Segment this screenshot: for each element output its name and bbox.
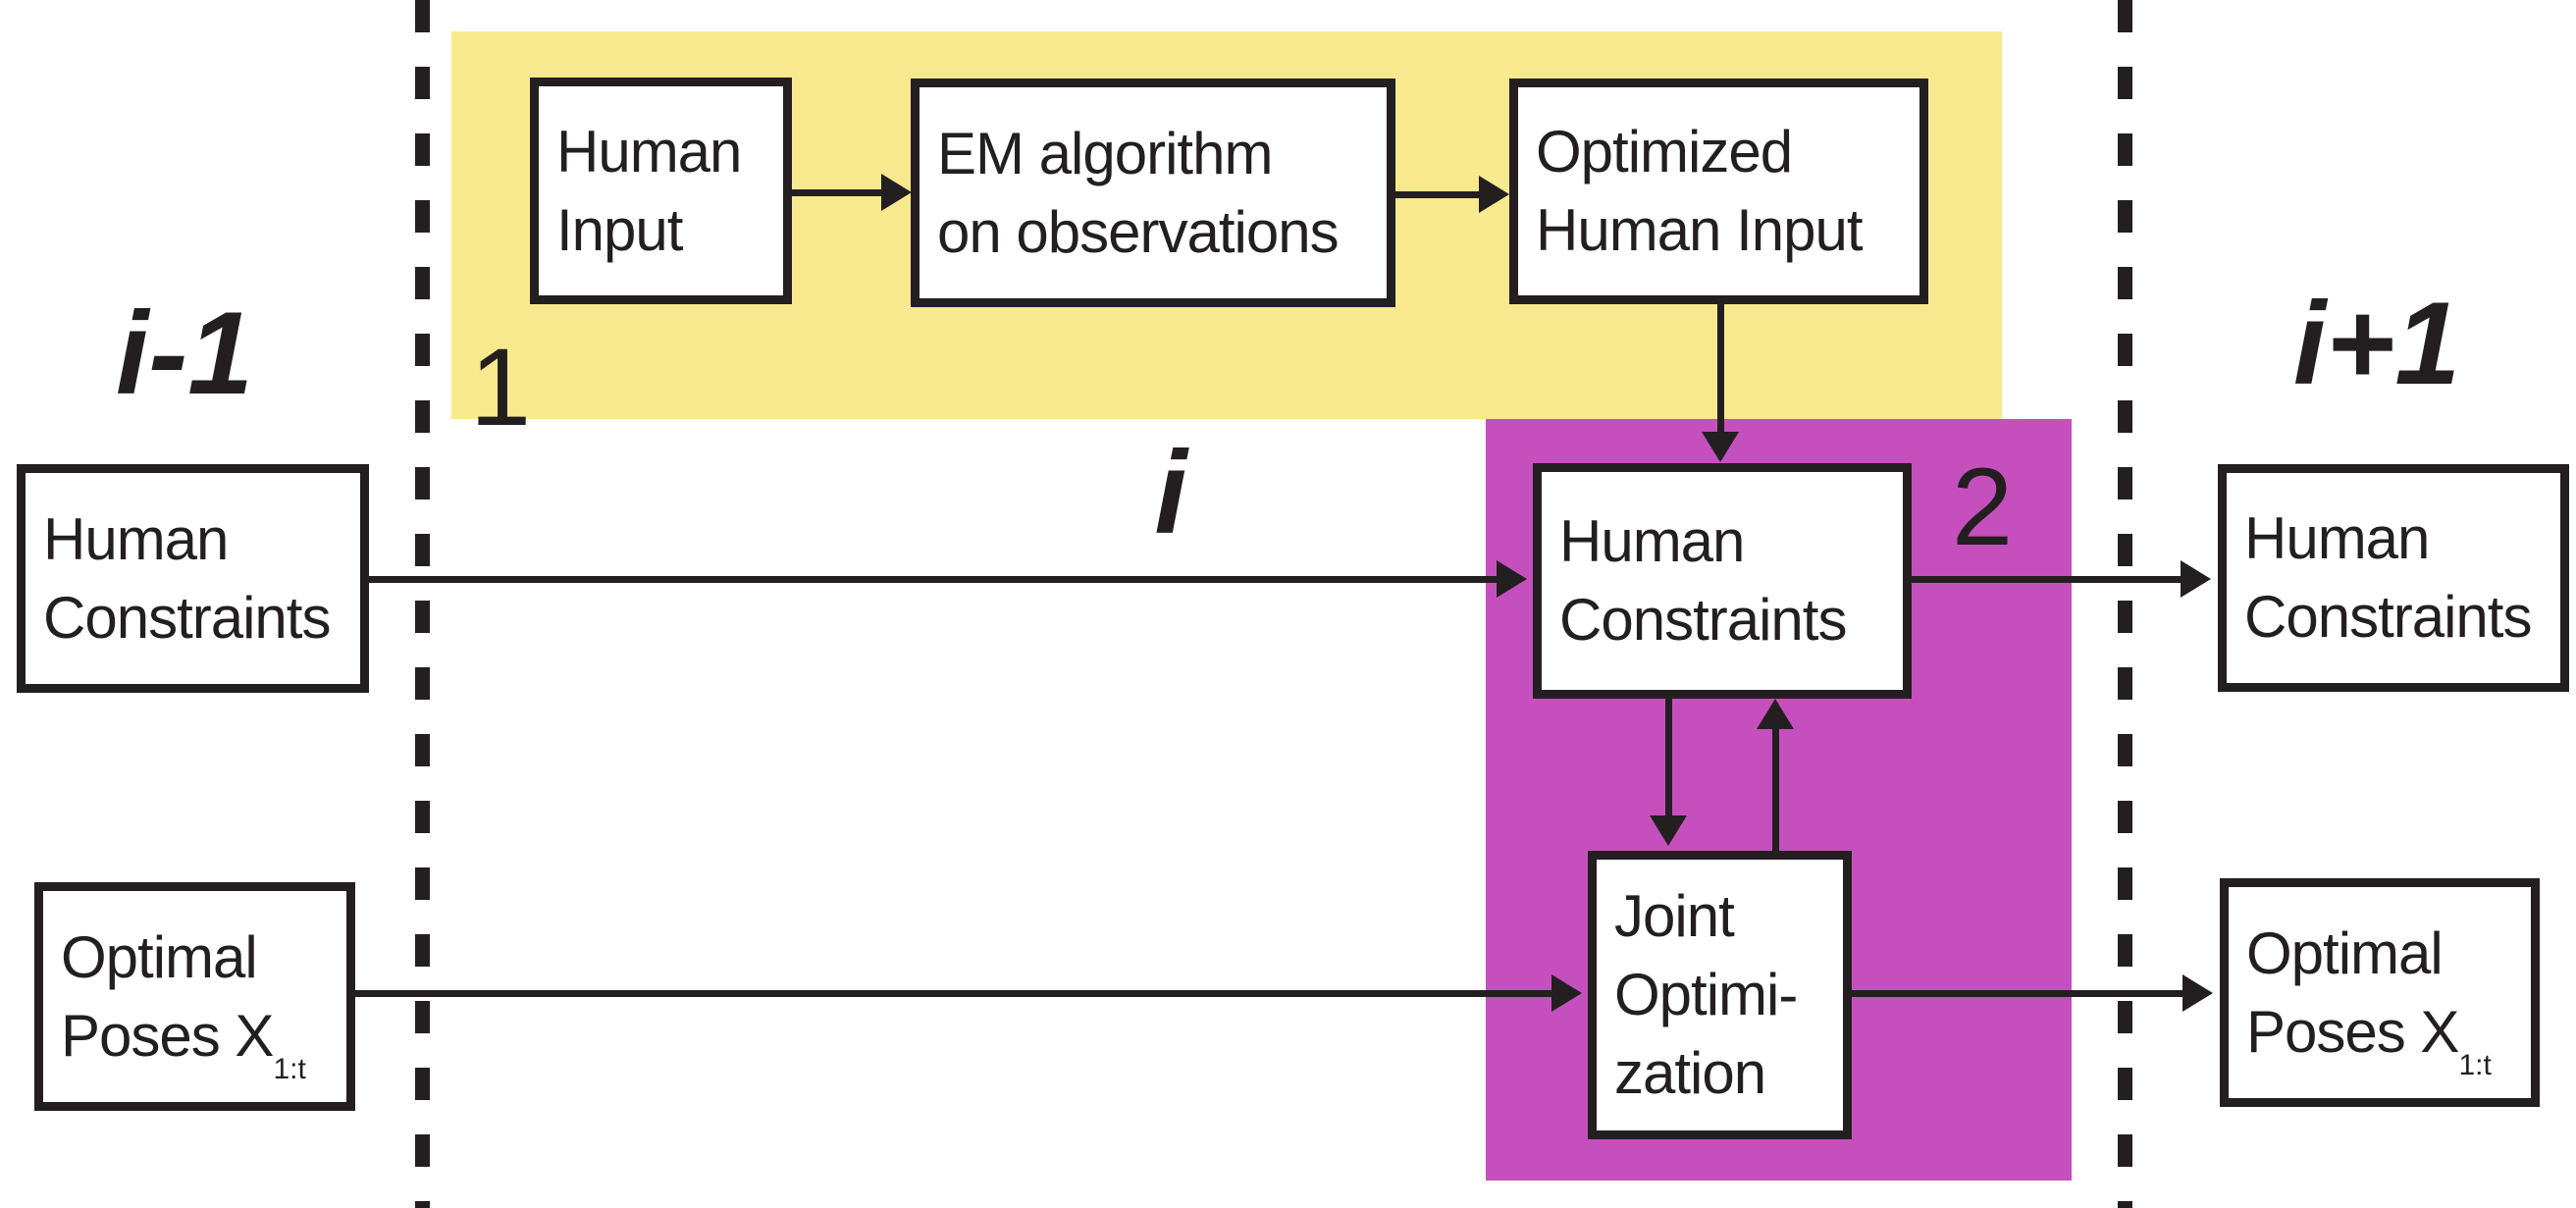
arrowhead-poses-prev-to-joint bbox=[1551, 974, 1582, 1012]
iteration-label-current: i bbox=[1154, 427, 1187, 558]
optimal-poses-prev-line1: Optimal bbox=[61, 923, 258, 990]
joint-optimization-line3: zation bbox=[1614, 1040, 1766, 1106]
optimized-human-input-line2: Human Input bbox=[1536, 197, 1864, 263]
human-constraints-current-box: Human Constraints bbox=[1533, 463, 1912, 699]
optimal-poses-next-line1: Optimal bbox=[2246, 919, 2444, 986]
stage1-number: 1 bbox=[469, 326, 532, 448]
arrow-constraints-current-to-next bbox=[1912, 576, 2183, 583]
arrowhead-joint-to-constraints bbox=[1757, 699, 1794, 729]
poses-next-subscript: 1:t bbox=[2458, 1048, 2492, 1081]
human-constraints-next-line1: Human bbox=[2244, 505, 2430, 571]
human-input-line1: Human bbox=[556, 118, 742, 184]
human-constraints-prev-box: Human Constraints bbox=[17, 464, 369, 693]
arrowhead-humaninput-to-em bbox=[881, 174, 912, 211]
human-constraints-current-line1: Human bbox=[1559, 508, 1745, 574]
human-constraints-next-box: Human Constraints bbox=[2218, 464, 2569, 692]
optimal-poses-next-box: Optimal Poses X1:t bbox=[2220, 878, 2540, 1107]
human-input-box: Human Input bbox=[530, 78, 792, 304]
human-constraints-prev-line1: Human bbox=[43, 505, 229, 572]
arrowhead-constraints-prev-to-current bbox=[1497, 560, 1527, 598]
optimized-human-input-line1: Optimized bbox=[1536, 119, 1793, 184]
em-algorithm-line1: EM algorithm bbox=[937, 120, 1273, 186]
arrowhead-joint-to-poses-next bbox=[2182, 974, 2213, 1012]
human-constraints-next-line2: Constraints bbox=[2244, 584, 2532, 650]
em-algorithm-line2: on observations bbox=[937, 198, 1340, 265]
joint-optimization-line1: Joint bbox=[1614, 883, 1735, 949]
stage2-number: 2 bbox=[1951, 446, 2014, 568]
poses-prev-subscript: 1:t bbox=[273, 1052, 306, 1085]
optimal-poses-prev-box: Optimal Poses X1:t bbox=[34, 882, 355, 1111]
arrow-constraints-prev-to-current bbox=[369, 576, 1499, 583]
arrow-joint-to-constraints bbox=[1772, 727, 1779, 851]
optimal-poses-next-line2: Poses X1:t bbox=[2246, 998, 2492, 1081]
em-algorithm-box: EM algorithm on observations bbox=[911, 79, 1395, 307]
arrowhead-constraints-current-to-next bbox=[2181, 560, 2211, 598]
optimized-human-input-box: Optimized Human Input bbox=[1509, 79, 1928, 304]
iteration-label-previous: i-1 bbox=[115, 288, 254, 419]
optimal-poses-prev-line2: Poses X1:t bbox=[61, 1002, 306, 1085]
iteration-label-next: i+1 bbox=[2292, 278, 2461, 409]
arrowhead-em-to-optimized bbox=[1479, 176, 1509, 213]
arrow-em-to-optimized bbox=[1395, 191, 1482, 198]
arrow-poses-prev-to-joint bbox=[355, 990, 1554, 997]
human-constraints-current-line2: Constraints bbox=[1559, 587, 1847, 653]
arrow-constraints-to-joint bbox=[1665, 699, 1672, 817]
human-constraints-prev-line2: Constraints bbox=[43, 584, 331, 651]
joint-optimization-line2: Optimi- bbox=[1614, 962, 1798, 1027]
arrowhead-optimized-to-constraints bbox=[1702, 432, 1739, 462]
arrow-humaninput-to-em bbox=[792, 189, 885, 196]
arrow-optimized-to-constraints bbox=[1717, 304, 1724, 434]
arrowhead-constraints-to-joint bbox=[1650, 815, 1687, 846]
iteration-divider-left bbox=[415, 0, 430, 1208]
arrow-joint-to-poses-next bbox=[1852, 990, 2185, 997]
human-input-line2: Input bbox=[556, 196, 683, 263]
joint-optimization-box: Joint Optimi- zation bbox=[1588, 851, 1852, 1139]
iteration-divider-right bbox=[2118, 0, 2132, 1208]
